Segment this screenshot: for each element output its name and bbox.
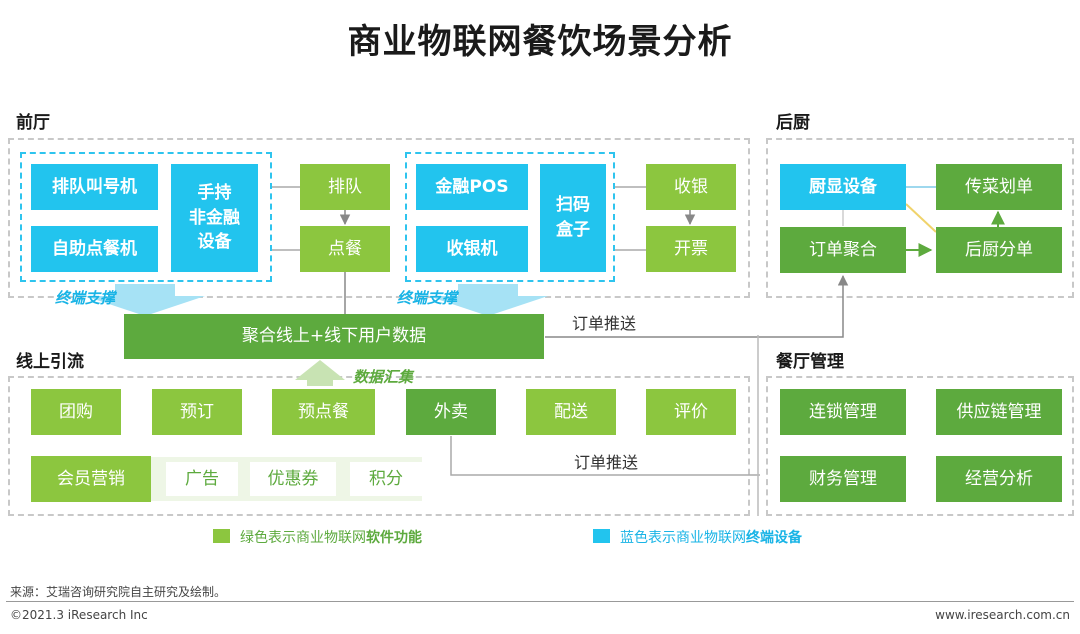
order-push-label-bottom: 订单推送 [574,453,639,472]
aggregate-data-bar: 聚合线上+线下用户数据 [124,314,544,359]
reservation-box: 预订 [152,389,242,435]
kitchen-section-frame [766,138,1074,298]
finance-management-box: 财务管理 [780,456,906,502]
handheld-device-box: 手持 非金融 设备 [171,164,258,272]
scan-box: 扫码 盒子 [540,164,606,272]
operations-analysis-box: 经营分析 [936,456,1062,502]
kitchen-display-box: 厨显设备 [780,164,906,210]
source-note: 来源：艾瑞咨询研究院自主研究及绘制。 [10,585,227,599]
data-collect-label: 数据汇集 [353,368,414,386]
delivery-box: 配送 [526,389,616,435]
kitchen-split-box: 后厨分单 [936,227,1062,273]
footer-divider [6,601,1074,602]
terminal-support-arrow-left [85,284,205,316]
section-label-kitchen: 后厨 [776,113,810,133]
points-box: 积分 [350,462,422,496]
order-push-label-top: 订单推送 [572,314,637,333]
terminal-support-label-left: 终端支撑 [55,289,116,307]
website: www.iresearch.com.cn [935,608,1070,622]
chain-management-box: 连锁管理 [780,389,906,435]
legend-swatch-green [213,529,230,543]
copyright: ©2021.3 iResearch Inc [10,608,148,622]
terminal-group-right [405,152,615,282]
finance-pos-box: 金融POS [416,164,528,210]
section-label-online: 线上引流 [16,352,84,372]
legend-green: 绿色表示商业物联网软件功能 [240,527,422,547]
data-collect-arrow [295,360,345,386]
pre-order-box: 预点餐 [272,389,375,435]
legend-blue: 蓝色表示商业物联网终端设备 [620,527,802,547]
terminal-support-arrow-right [428,284,548,316]
legend-blue-bold: 终端设备 [746,530,802,546]
ads-box: 广告 [166,462,238,496]
terminal-group-left [20,152,272,282]
front-section-frame [8,138,750,298]
dish-dispatch-box: 传菜划单 [936,164,1062,210]
queue-machine-box: 排队叫号机 [31,164,158,210]
legend-green-bold: 软件功能 [366,530,422,546]
cash-register-box: 收银机 [416,226,528,272]
order-box: 点餐 [300,226,390,272]
supply-chain-box: 供应链管理 [936,389,1062,435]
legend-swatch-blue [593,529,610,543]
terminal-support-label-right: 终端支撑 [397,289,458,307]
connector-takeout-push [450,436,760,476]
member-marketing-box: 会员营销 [31,456,151,502]
checkout-box: 收银 [646,164,736,210]
online-section-frame [8,376,750,516]
page-title: 商业物联网餐饮场景分析 [347,22,733,62]
management-section-frame [766,376,1074,516]
self-order-machine-box: 自助点餐机 [31,226,158,272]
takeout-box: 外卖 [406,389,496,435]
legend-green-prefix: 绿色表示商业物联网 [240,530,366,546]
queue-box: 排队 [300,164,390,210]
arrow-aggregate-kitchen [545,274,849,338]
group-buy-box: 团购 [31,389,121,435]
legend-blue-prefix: 蓝色表示商业物联网 [620,530,746,546]
invoice-box: 开票 [646,226,736,272]
section-label-management: 餐厅管理 [776,352,844,372]
connector-kds-split [905,203,937,233]
coupons-box: 优惠券 [250,462,336,496]
review-box: 评价 [646,389,736,435]
order-aggregate-box: 订单聚合 [780,227,906,273]
section-label-front: 前厅 [16,113,50,133]
